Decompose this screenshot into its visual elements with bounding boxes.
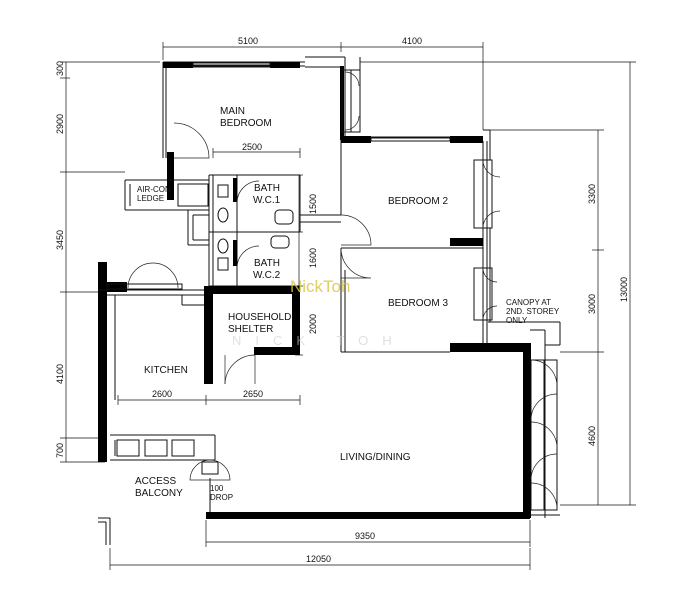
- fixtures: [217, 184, 294, 271]
- label-shelter-a: HOUSEHOLD: [228, 312, 291, 323]
- label-aircon-a: AIR-CON: [137, 185, 171, 194]
- label-bath-1b: W.C.1: [253, 195, 281, 206]
- label-drop-b: DROP: [210, 493, 233, 502]
- label-main-bedroom-1: MAIN: [220, 106, 245, 117]
- dim-2500: 2500: [242, 142, 262, 152]
- label-aircon-b: LEDGE: [137, 194, 164, 203]
- dim-2650: 2650: [243, 389, 263, 399]
- label-kitchen: KITCHEN: [144, 365, 188, 376]
- dim-1500: 1500: [308, 194, 318, 214]
- label-balcony-a: ACCESS: [135, 476, 176, 487]
- dim-left-4100: 4100: [55, 364, 65, 384]
- dim-right-3000: 3000: [587, 294, 597, 314]
- label-balcony-b: BALCONY: [135, 488, 183, 499]
- dim-9350: 9350: [355, 531, 375, 541]
- label-bath-2b: W.C.2: [253, 270, 281, 281]
- dimension-lines: [60, 42, 636, 570]
- dim-right-3300: 3300: [587, 184, 597, 204]
- label-bath-1a: BATH: [254, 183, 280, 194]
- watermark-name: NickToh: [290, 277, 350, 296]
- label-main-bedroom-2: BEDROOM: [220, 118, 272, 129]
- dim-2600: 2600: [152, 389, 172, 399]
- label-bedroom-2: BEDROOM 2: [388, 196, 448, 207]
- label-living-dining: LIVING/DINING: [340, 452, 411, 463]
- dim-right-4600: 4600: [587, 426, 597, 446]
- room-labels: MAIN BEDROOM BEDROOM 2 BEDROOM 3 BATH W.…: [135, 106, 560, 502]
- watermark-faint: NICK TOH: [232, 333, 406, 348]
- label-canopy-c: ONLY: [506, 316, 528, 325]
- dim-left-300: 300: [55, 61, 65, 76]
- dim-1600: 1600: [308, 248, 318, 268]
- label-bedroom-3: BEDROOM 3: [388, 298, 448, 309]
- label-canopy-b: 2ND. STOREY: [506, 307, 560, 316]
- dim-left-700: 700: [55, 443, 65, 458]
- label-drop-a: 100: [210, 484, 224, 493]
- label-bath-2a: BATH: [254, 258, 280, 269]
- doors: [127, 71, 558, 510]
- dim-top-left: 5100: [238, 36, 258, 46]
- label-canopy-a: CANOPY AT: [506, 298, 551, 307]
- dim-2000: 2000: [308, 314, 318, 334]
- dim-right-13000: 13000: [619, 277, 629, 302]
- dimension-labels: 5100 4100 2500 2600 2650 9350 12050 300 …: [55, 36, 629, 564]
- dim-left-2900: 2900: [55, 114, 65, 134]
- windows: [106, 62, 558, 511]
- dim-12050: 12050: [306, 554, 331, 564]
- dim-left-3450: 3450: [55, 230, 65, 250]
- dim-top-right: 4100: [402, 36, 422, 46]
- label-shelter-b: SHELTER: [228, 324, 273, 335]
